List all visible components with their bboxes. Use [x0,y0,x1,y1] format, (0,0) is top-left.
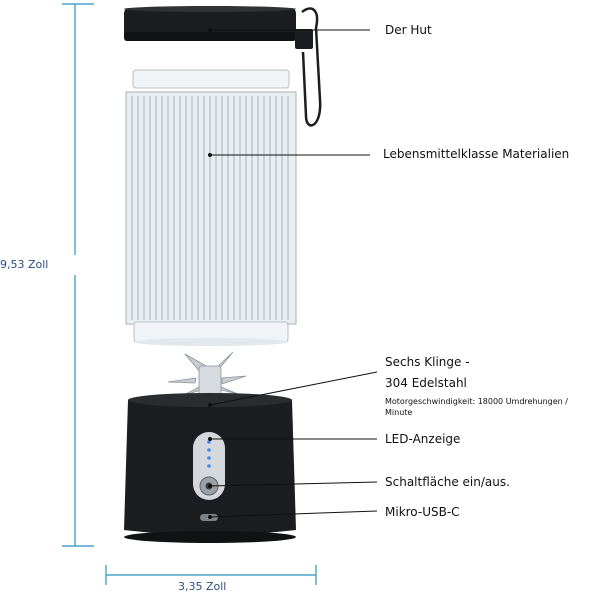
lid [124,6,296,41]
label-blades-line2: 304 Edelstahl [385,376,467,390]
leader-lines [209,29,378,518]
width-dimension-line [105,565,317,585]
label-material: Lebensmittelklasse Materialien [383,147,570,161]
label-led: LED-Anzeige [385,432,461,446]
label-power-button: Schaltfläche ein/aus. [385,475,510,489]
glass-cup [125,69,297,346]
leader-dots [208,28,212,519]
height-dimension-line [62,3,94,547]
label-motor-speed: Motorgeschwindigkeit: 18000 Umdrehungen … [385,397,568,417]
label-usb: Mikro-USB-C [385,505,460,519]
label-blades-line1: Sechs Klinge - [385,355,470,369]
lid-strap-icon [295,7,322,127]
height-label: 9,53 Zoll [0,258,49,271]
blade-icon [167,351,247,401]
label-lid: Der Hut [385,23,432,37]
glass-ribs [131,96,289,320]
width-label: 3,35 Zoll [178,580,227,593]
